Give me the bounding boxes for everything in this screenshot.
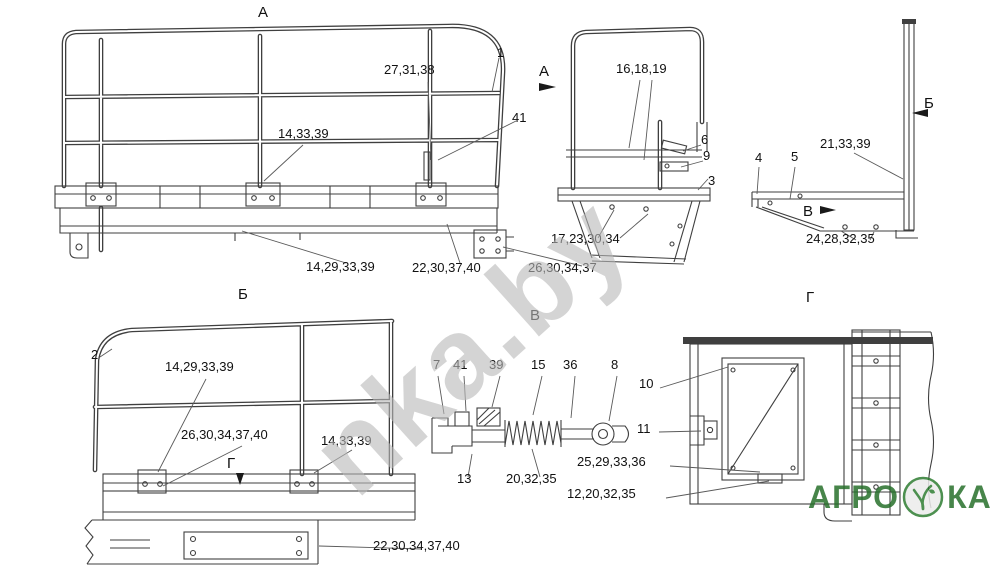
view-title-g: Г bbox=[806, 289, 815, 306]
view-title-b: Б bbox=[238, 286, 248, 303]
callout-leader-lines bbox=[99, 57, 904, 550]
callout-15: 15 bbox=[531, 357, 546, 372]
view-b-railing-drawing bbox=[84, 318, 416, 565]
view-v-spring-latch-drawing bbox=[431, 407, 630, 454]
callout-5: 5 bbox=[791, 149, 799, 164]
callout-4: 4 bbox=[755, 150, 763, 165]
arrow-b-icon bbox=[912, 109, 928, 117]
view-a-platform-drawing bbox=[54, 23, 514, 259]
callout-26-30-34-37: 26,30,34,37 bbox=[528, 260, 597, 275]
callout-3: 3 bbox=[708, 173, 716, 188]
arrow-g-icon bbox=[236, 473, 244, 485]
callout-14-29-33-39-a: 14,29,33,39 bbox=[306, 259, 375, 274]
logo-sprout-icon bbox=[902, 476, 944, 518]
callout-14-33-39-a: 14,33,39 bbox=[278, 126, 329, 141]
callout-2: 2 bbox=[91, 347, 99, 362]
callout-11: 11 bbox=[637, 421, 651, 436]
callout-27-31-38: 27,31,38 bbox=[384, 62, 435, 77]
callout-8: 8 bbox=[611, 357, 619, 372]
arrow-a-icon bbox=[539, 83, 556, 91]
view-b-post-drawing bbox=[751, 19, 918, 239]
view-direction-arrows bbox=[236, 83, 928, 485]
callout-16-18-19: 16,18,19 bbox=[616, 61, 667, 76]
logo-text-right: КА bbox=[947, 479, 992, 515]
callout-25-29-33-36: 25,29,33,36 bbox=[577, 454, 646, 469]
callout-17-23-30-34: 17,23,30,34 bbox=[551, 231, 620, 246]
logo-text-left: АГРО bbox=[808, 479, 900, 515]
callout-14-29-33-39-b: 14,29,33,39 bbox=[165, 359, 234, 374]
callout-41-b: 41 bbox=[453, 357, 468, 372]
callout-24-28-32-35: 24,28,32,35 bbox=[806, 231, 875, 246]
callout-6: 6 bbox=[701, 132, 709, 147]
direction-label-v: В bbox=[803, 203, 814, 220]
logo: АГРО КА bbox=[808, 476, 992, 518]
view-title-v: В bbox=[530, 307, 541, 324]
callout-41-a: 41 bbox=[512, 110, 527, 125]
view-g-bracket-drawing bbox=[683, 329, 935, 522]
callout-26-30-34-37-40: 26,30,34,37,40 bbox=[181, 427, 268, 442]
callout-7: 7 bbox=[433, 357, 441, 372]
direction-label-g: Г bbox=[227, 455, 236, 472]
view-a-side-drawing bbox=[557, 26, 711, 265]
arrow-v-icon bbox=[820, 206, 836, 214]
callout-13: 13 bbox=[457, 471, 472, 486]
callout-14-33-39-b: 14,33,39 bbox=[321, 433, 372, 448]
direction-label-b: Б bbox=[924, 95, 934, 112]
callout-21-33-39: 21,33,39 bbox=[820, 136, 871, 151]
callout-39: 39 bbox=[489, 357, 504, 372]
callout-12-20-32-35: 12,20,32,35 bbox=[567, 486, 636, 501]
view-title-a: А bbox=[258, 4, 269, 21]
callout-9: 9 bbox=[703, 148, 711, 163]
callout-1: 1 bbox=[497, 45, 505, 60]
direction-label-a: А bbox=[539, 63, 550, 80]
callout-10: 10 bbox=[639, 376, 654, 391]
callout-22-30-34-37-40: 22,30,34,37,40 bbox=[373, 538, 460, 553]
callout-20-32-35: 20,32,35 bbox=[506, 471, 557, 486]
callout-22-30-37-40: 22,30,37,40 bbox=[412, 260, 481, 275]
callout-36: 36 bbox=[563, 357, 578, 372]
